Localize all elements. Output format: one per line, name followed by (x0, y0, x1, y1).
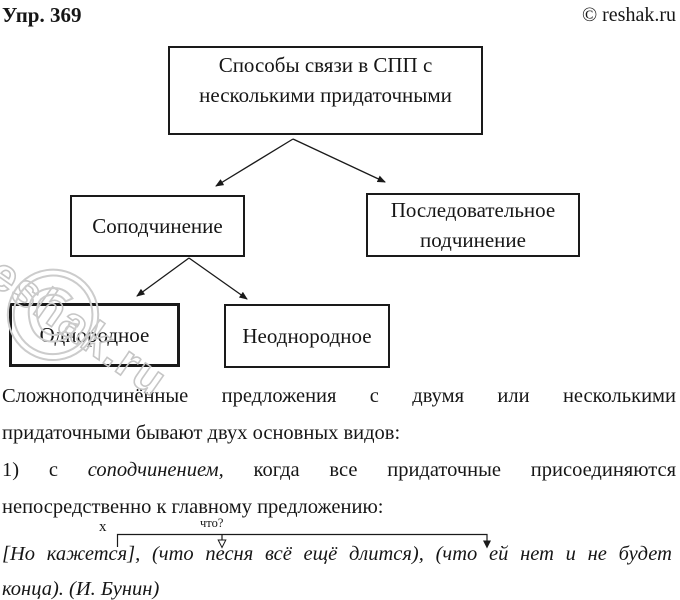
diagram-sequential-box: Последовательное подчинение (366, 193, 580, 257)
sequential-box-line2: подчинение (420, 228, 526, 252)
word: (что (435, 543, 478, 565)
word: двумя (412, 385, 465, 407)
word: придаточные (387, 459, 501, 481)
word: или (497, 385, 530, 407)
arrow-root-to-sequential (292, 138, 386, 183)
word: Сложноподчинённые (2, 385, 189, 407)
word: кажется], (46, 543, 141, 565)
diagram-homogeneous-box: Однородное (9, 303, 180, 367)
diagram-heterogeneous-box: Неоднородное (224, 304, 390, 368)
word: когда (253, 459, 300, 481)
word: всё (264, 543, 292, 565)
sequential-box-line1: Последовательное (390, 198, 556, 222)
word: (что (151, 543, 194, 565)
word: 1) (2, 459, 20, 481)
diagram-root-box: Способы связи в СПП с несколькими придат… (168, 46, 483, 135)
copyright-label: © reshak.ru (581, 4, 676, 26)
word: ещё (303, 543, 338, 565)
paragraph-line-3: 1) с соподчинением, когда все придаточны… (2, 458, 676, 483)
word: и (565, 543, 576, 565)
annotation-x-label: x (99, 519, 107, 535)
term-coordination-italic: соподчинением, (87, 459, 224, 481)
word: будет (618, 543, 672, 565)
diagram-coordination-box: Соподчинение (70, 195, 245, 257)
root-box-line2: несколькими придаточными (199, 82, 452, 107)
word: с (369, 385, 379, 407)
example-sentence-line-1: [Но кажется], (что песня всё ещё длится)… (2, 542, 672, 567)
word: с (48, 459, 58, 481)
arrow-root-to-coordination (215, 138, 294, 187)
paragraph-line-1: Сложноподчинённые предложения с двумя ил… (2, 384, 676, 409)
word: все (329, 459, 358, 481)
word: предложения (221, 385, 337, 407)
arrow-coordination-to-homogeneous (136, 257, 190, 297)
example-sentence-line-2: конца). (И. Бунин) (2, 578, 160, 600)
arrow-coordination-to-heterogeneous (188, 257, 248, 300)
coordination-box-label: Соподчинение (92, 214, 223, 238)
root-box-line1: Способы связи в СПП с (218, 52, 433, 77)
word: ей (489, 543, 509, 565)
word: несколькими (562, 385, 676, 407)
homogeneous-box-label: Однородное (39, 323, 150, 347)
word: длится), (348, 543, 424, 565)
paragraph-line-2: придаточными бывают двух основных видов: (2, 422, 401, 444)
word: песня (205, 543, 254, 565)
heterogeneous-box-label: Неоднородное (242, 324, 372, 348)
exercise-number: Упр. 369 (2, 3, 82, 27)
word: нет (520, 543, 554, 565)
word: не (587, 543, 607, 565)
word: [Но (2, 543, 36, 565)
paragraph-line-4: непосредственно к главному предложению: (2, 496, 384, 518)
word: присоединяются (530, 459, 676, 481)
